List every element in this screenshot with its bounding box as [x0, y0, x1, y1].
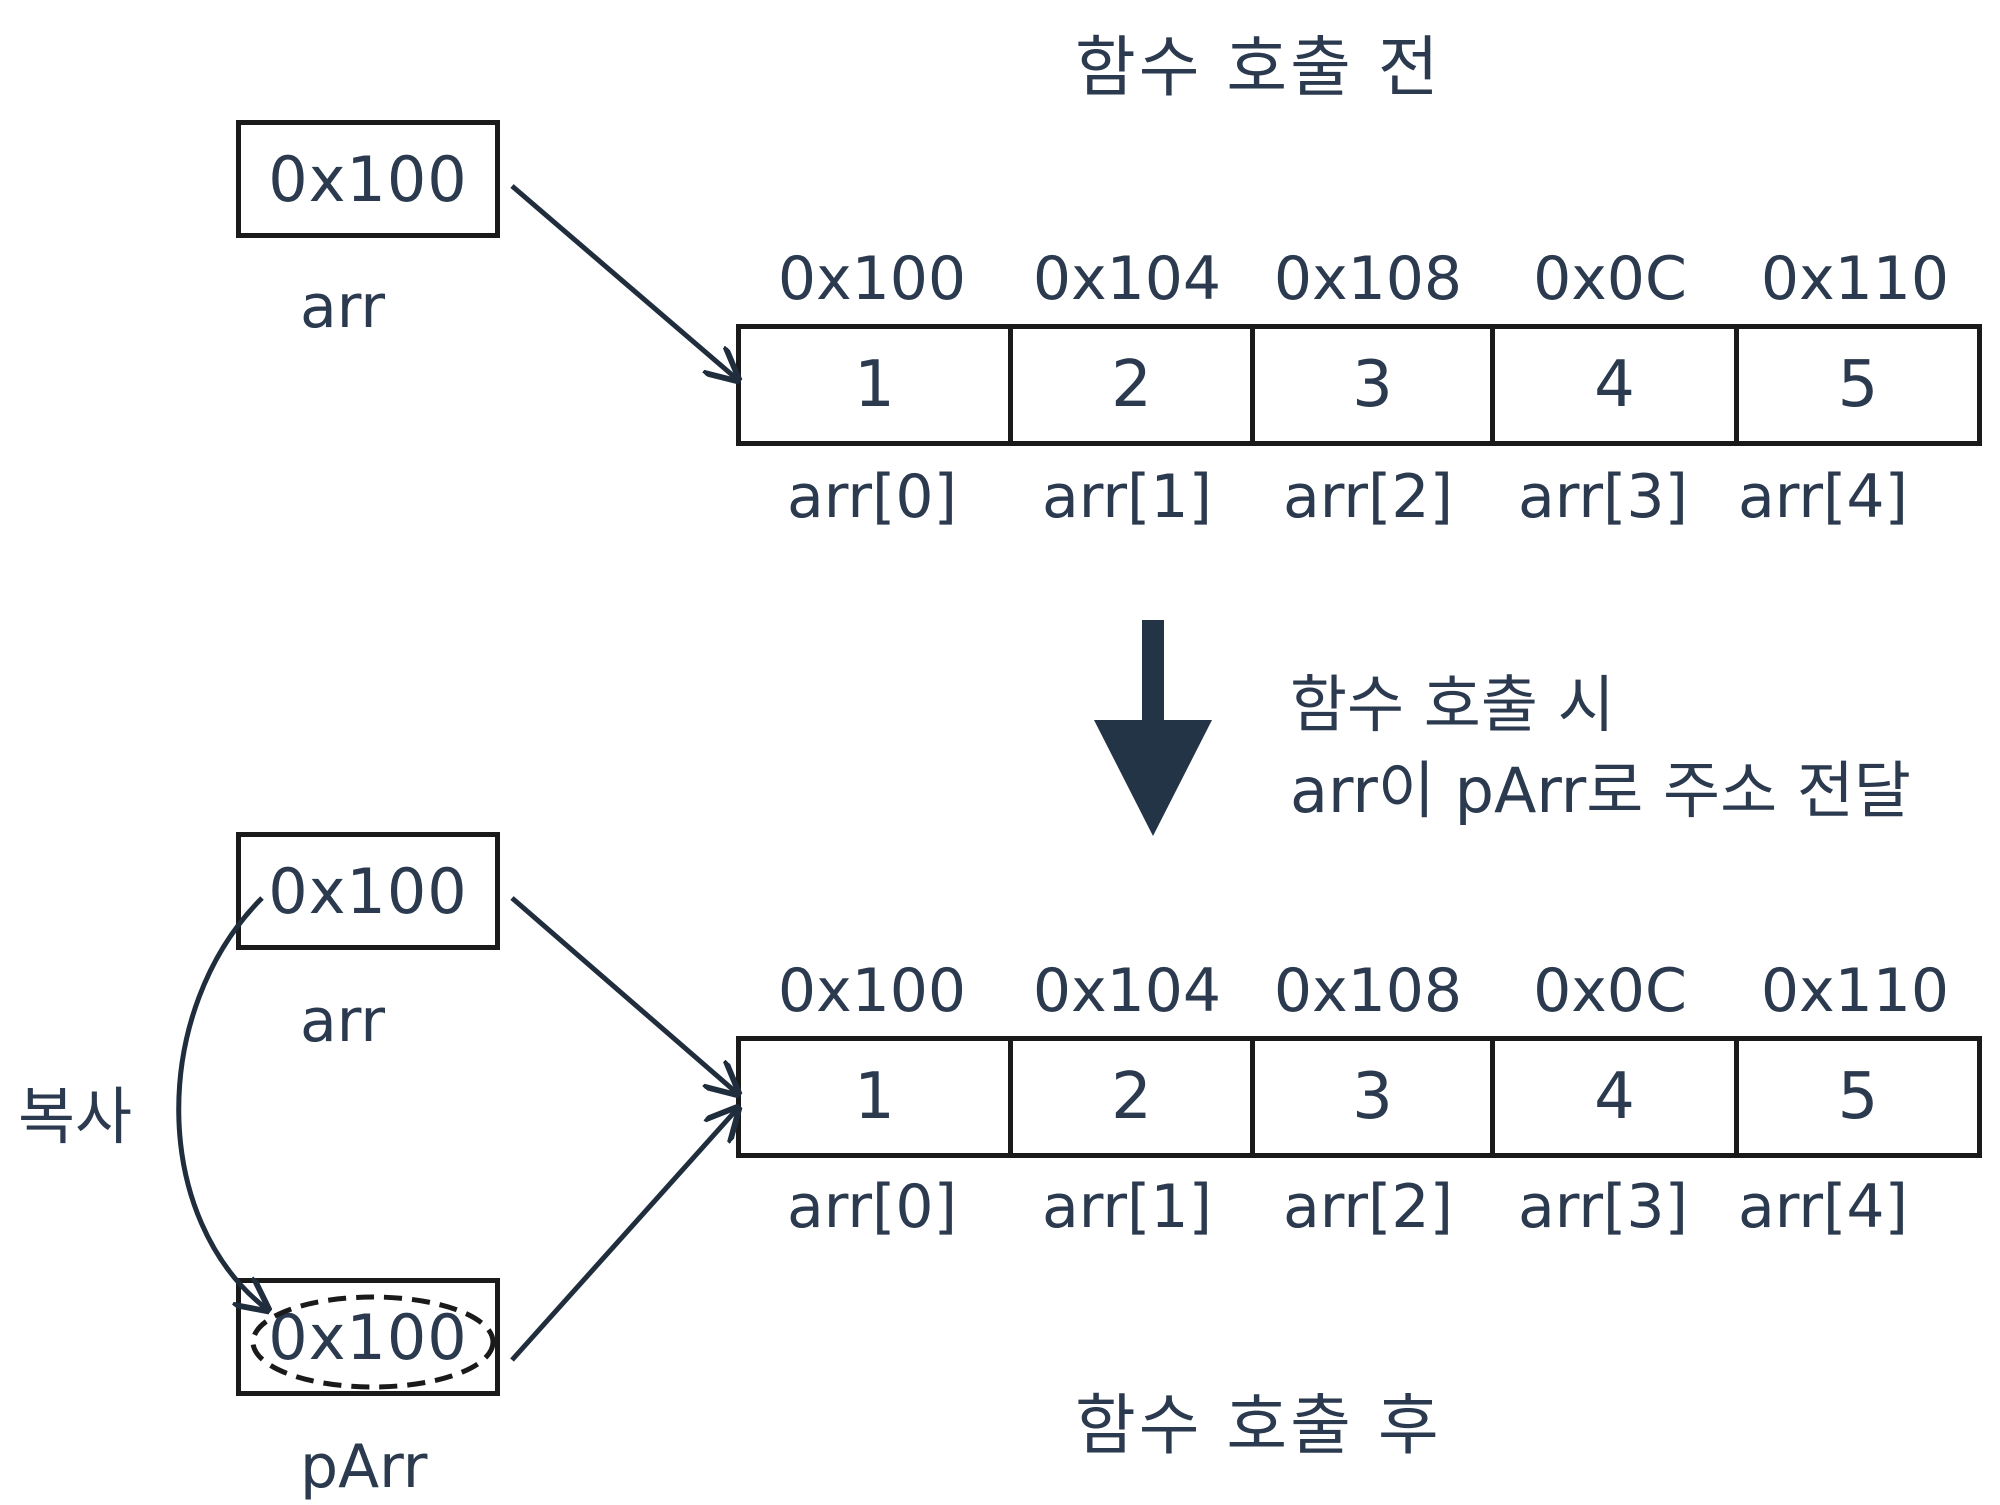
array-cell: 1	[741, 1041, 1013, 1153]
array-cell: 5	[1837, 348, 1879, 422]
copy-label: 복사	[18, 1080, 133, 1153]
index-label: arr[3]	[1517, 462, 1689, 532]
address-label: 0x110	[1760, 244, 1950, 314]
index-label: arr[1]	[1041, 462, 1213, 532]
arr-label-after: arr	[300, 986, 386, 1056]
transition-line-1: 함수 호출 시	[1290, 668, 1615, 741]
arr-pointer-box-before: 0x100	[236, 120, 500, 238]
down-arrow-icon	[1094, 620, 1212, 836]
array-cell: 4	[1495, 1041, 1739, 1153]
array-cell: 4	[1495, 329, 1739, 441]
address-row-before: 0x100 0x104 0x108 0x0C 0x110	[738, 244, 1978, 314]
index-label: arr[1]	[1041, 1172, 1213, 1242]
memory-array-after: 1 2 3 4 5	[736, 1036, 1982, 1158]
index-label: arr[0]	[786, 1172, 958, 1242]
after-heading: 함수 호출 후	[1075, 1387, 1442, 1464]
copy-curve-arrow	[176, 896, 268, 1310]
address-label: 0x110	[1760, 956, 1950, 1026]
array-cell: 1	[741, 329, 1013, 441]
pointer-arrow-before	[510, 184, 738, 380]
pointer-arrow-parr	[510, 1108, 738, 1362]
index-label: arr[4]	[1737, 462, 1909, 532]
parr-pointer-box: 0x100	[236, 1278, 500, 1396]
index-label: arr[3]	[1517, 1172, 1689, 1242]
index-label: arr[2]	[1282, 462, 1454, 532]
address-label: 0x0C	[1533, 956, 1687, 1026]
index-row-after: arr[0] arr[1] arr[2] arr[3] arr[4]	[738, 1172, 1928, 1242]
address-row-after: 0x100 0x104 0x108 0x0C 0x110	[738, 956, 1978, 1026]
parr-pointer-value: 0x100	[268, 1300, 468, 1374]
index-label: arr[4]	[1737, 1172, 1909, 1242]
arr-pointer-value: 0x100	[268, 142, 468, 216]
address-label: 0x108	[1273, 244, 1463, 314]
address-label: 0x104	[1032, 244, 1222, 314]
arr-label-before: arr	[300, 272, 386, 342]
address-label: 0x0C	[1533, 244, 1687, 314]
arr-pointer-box-after: 0x100	[236, 832, 500, 950]
transition-line-2: arr이 pArr로 주소 전달	[1290, 754, 1911, 827]
address-label: 0x100	[777, 244, 967, 314]
address-label: 0x104	[1032, 956, 1222, 1026]
pointer-arrow-arr-after	[510, 896, 738, 1094]
array-cell: 5	[1837, 1060, 1879, 1134]
array-cell: 3	[1255, 1041, 1495, 1153]
parr-label: pArr	[300, 1432, 428, 1502]
index-label: arr[0]	[786, 462, 958, 532]
index-row-before: arr[0] arr[1] arr[2] arr[3] arr[4]	[738, 462, 1928, 532]
before-heading: 함수 호출 전	[1075, 29, 1442, 106]
array-cell: 3	[1255, 329, 1495, 441]
memory-array-before: 1 2 3 4 5	[736, 324, 1982, 446]
array-cell: 2	[1013, 329, 1255, 441]
address-label: 0x108	[1273, 956, 1463, 1026]
index-label: arr[2]	[1282, 1172, 1454, 1242]
address-label: 0x100	[777, 956, 967, 1026]
arr-pointer-value: 0x100	[268, 854, 468, 928]
array-cell: 2	[1013, 1041, 1255, 1153]
